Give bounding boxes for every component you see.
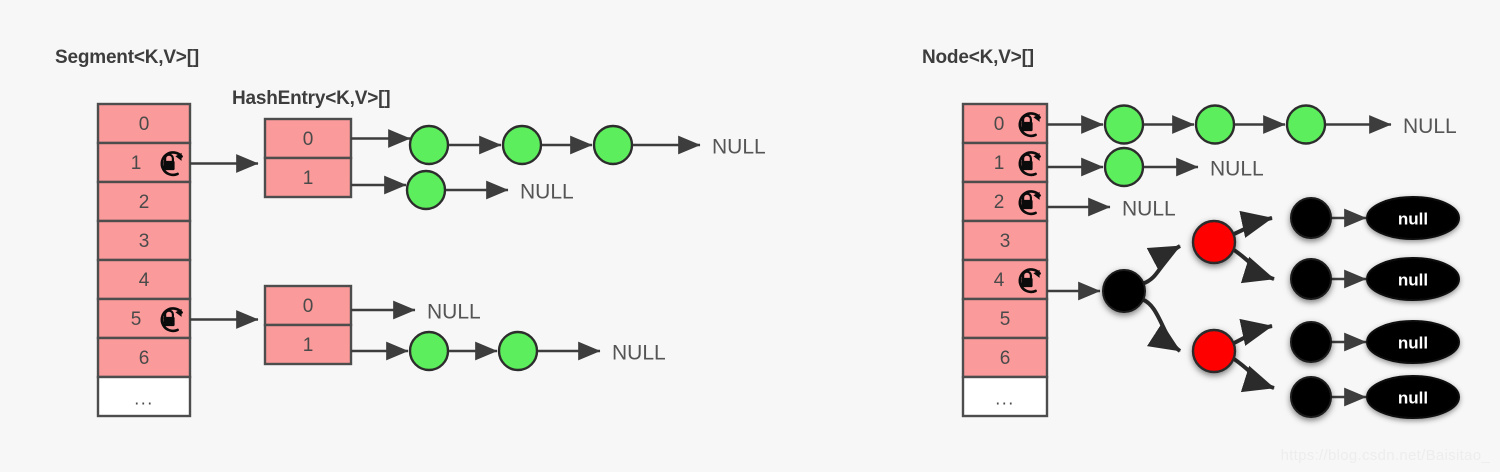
tree-node-red-lower[interactable] [1191,328,1237,374]
hashentry-bottom-cell-0[interactable]: 0 [263,284,353,327]
node-cell-label: ... [995,389,1015,409]
tree-node-black-leaf[interactable] [1290,376,1332,418]
node-cell-overflow[interactable]: ... [961,375,1049,418]
hashentry-panel-title: HashEntry<K,V>[] [232,88,390,109]
segment-cell-label: 3 [139,231,150,252]
left-panel: Segment<K,V>[] 0 1 2 [55,47,766,418]
hashentry-top-cell-1[interactable]: 1 [263,156,353,199]
segment-cell-1[interactable]: 1 [96,141,192,184]
tree-root-node-black[interactable] [1102,269,1146,313]
bucket-node[interactable] [1103,146,1145,188]
red-black-tree: null null null null [1047,196,1460,419]
node-array: 0 1 2 [961,102,1049,418]
node-cell-label: 2 [994,192,1005,213]
segment-cell-overflow[interactable]: ... [96,375,192,418]
edge-red2-to-leaf4 [1232,357,1275,393]
tree-node-black-leaf[interactable] [1290,197,1332,239]
edge-root-to-right-red [1140,297,1182,353]
node-cell-5[interactable]: 5 [961,297,1049,340]
hashentry-cell-label: 0 [303,296,314,317]
chain-hashentry-top-1: NULL [351,169,574,211]
segment-cell-0[interactable]: 0 [96,102,192,145]
segment-cell-4[interactable]: 4 [96,258,192,301]
tree-null-label: null [1398,271,1428,290]
hash-entry-node[interactable] [497,330,539,372]
tree-null-leaf[interactable]: null [1366,257,1460,301]
null-terminator: NULL [1403,115,1457,138]
right-panel: Node<K,V>[] 0 1 [922,47,1460,419]
segment-cell-5[interactable]: 5 [96,297,192,340]
segment-cell-label: 6 [139,348,150,369]
node-panel-title: Node<K,V>[] [922,47,1034,68]
edge-red2-to-leaf3 [1233,318,1273,346]
edge-root-to-left-red [1140,244,1182,286]
hashentry-array-top: 0 1 [263,117,353,199]
tree-null-label: null [1398,389,1428,408]
node-cell-6[interactable]: 6 [961,336,1049,379]
edge-red1-to-leaf2 [1232,248,1275,284]
bucket-node[interactable] [1194,104,1236,145]
tree-node-black-leaf[interactable] [1290,321,1332,363]
node-cell-label: 4 [994,270,1005,291]
hash-entry-node[interactable] [405,169,447,211]
null-terminator: NULL [520,181,574,204]
node-cell-label: 6 [1000,348,1011,369]
node-cell-label: 0 [994,114,1005,135]
hashentry-cell-label: 1 [303,335,314,356]
node-cell-label: 5 [1000,309,1011,330]
segment-cell-label: 1 [131,153,142,174]
bucket-node[interactable] [1285,104,1327,145]
tree-null-leaf[interactable]: null [1366,196,1460,240]
chain-hashentry-bottom-0: NULL [351,301,481,324]
node-cell-1[interactable]: 1 [961,141,1049,184]
segment-cell-3[interactable]: 3 [96,219,192,262]
node-cell-3[interactable]: 3 [961,219,1049,262]
bucket-node[interactable] [1103,104,1145,145]
tree-node-red-upper[interactable] [1191,219,1237,265]
node-cell-0[interactable]: 0 [961,102,1049,145]
edge-red1-to-leaf1 [1233,210,1273,238]
segment-cell-2[interactable]: 2 [96,180,192,223]
segment-cell-label: ... [134,389,154,409]
hashentry-bottom-cell-1[interactable]: 1 [263,323,353,366]
watermark: https://blog.csdn.net/Baisitao_ [1280,447,1490,464]
chain-hashentry-bottom-1: NULL [351,330,666,372]
segment-cell-6[interactable]: 6 [96,336,192,379]
segment-array: 0 1 2 3 4 [96,102,192,418]
tree-null-label: null [1398,210,1428,229]
node-cell-label: 1 [994,153,1005,174]
hashentry-array-bottom: 0 1 [263,284,353,366]
null-terminator: NULL [612,342,666,365]
chain-node-2: NULL [1047,198,1176,221]
tree-null-leaf[interactable]: null [1366,320,1460,364]
tree-null-label: null [1398,334,1428,353]
tree-null-leaf[interactable]: null [1366,375,1460,419]
hash-entry-node[interactable] [501,124,543,166]
node-cell-2[interactable]: 2 [961,180,1049,223]
segment-cell-label: 4 [139,270,150,291]
hash-entry-node[interactable] [408,330,450,372]
hash-entry-node[interactable] [408,124,450,166]
hashentry-top-cell-0[interactable]: 0 [263,117,353,160]
node-cell-label: 3 [1000,231,1011,252]
null-terminator: NULL [1122,198,1176,221]
null-terminator: NULL [712,136,766,159]
chain-node-0: NULL [1047,104,1457,145]
hash-entry-node[interactable] [592,124,634,166]
segment-cell-label: 2 [139,192,150,213]
chain-hashentry-top-0: NULL [351,124,766,166]
segment-cell-label: 5 [131,309,142,330]
node-cell-4[interactable]: 4 [961,258,1049,301]
tree-node-black-leaf[interactable] [1290,258,1332,300]
segment-panel-title: Segment<K,V>[] [55,47,199,68]
chain-node-1: NULL [1047,146,1264,188]
null-terminator: NULL [1210,158,1264,181]
segment-cell-label: 0 [139,114,150,135]
hashentry-cell-label: 1 [303,168,314,189]
hashentry-cell-label: 0 [303,129,314,150]
null-terminator: NULL [427,301,481,324]
